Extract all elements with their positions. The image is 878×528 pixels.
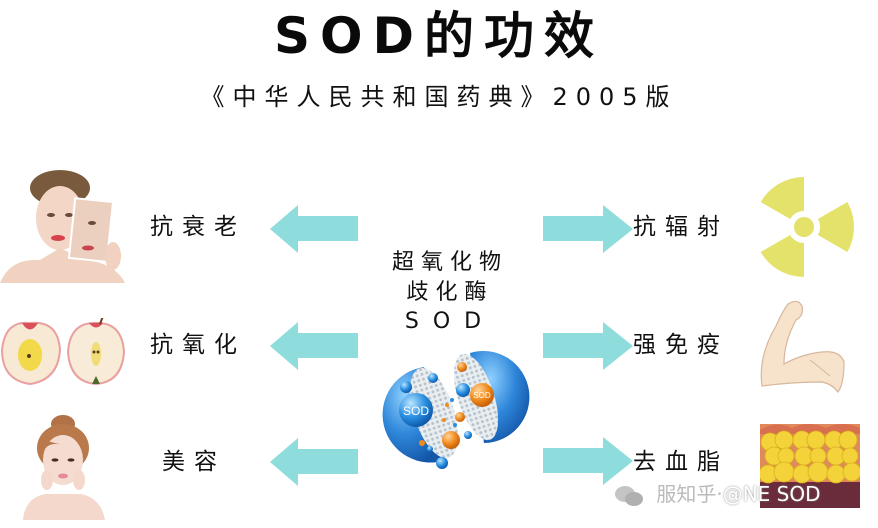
effect-label-anti-oxidation: 抗氧化 <box>150 332 246 358</box>
flexed-arm-icon <box>752 296 852 396</box>
arrow-right-anti-radiation-icon <box>543 205 633 253</box>
center-label-line3: SOD <box>404 309 496 334</box>
page-subtitle: 《中华人民共和国药典》2005版 <box>200 83 678 111</box>
svg-text:SOD: SOD <box>403 404 429 418</box>
aging-face-image <box>0 168 130 283</box>
effect-label-blood-lipids: 去血脂 <box>633 449 729 475</box>
wechat-icon <box>614 485 644 507</box>
watermark-source-text: 服知乎· <box>656 482 723 506</box>
svg-text:SOD: SOD <box>473 391 491 400</box>
effect-label-beauty: 美容 <box>162 449 226 475</box>
center-label-line1: 超氧化物 <box>391 250 508 275</box>
arrow-left-beauty-icon <box>270 438 360 486</box>
arrow-right-immunity-icon <box>543 322 633 370</box>
effect-label-anti-radiation: 抗辐射 <box>633 214 729 240</box>
beauty-face-image <box>15 410 125 520</box>
watermark: 服知乎·@NE SOD <box>614 480 821 508</box>
sod-molecule-illustration: SOD SOD <box>372 345 532 470</box>
arrow-right-blood-lipids-icon <box>543 437 633 485</box>
radiation-icon <box>752 175 856 279</box>
page-title: SOD的功效 <box>273 7 605 65</box>
center-label-line2: 歧化酶 <box>406 280 494 305</box>
effect-label-immunity: 强免疫 <box>633 332 729 358</box>
watermark-author-text: @NE SOD <box>722 482 821 506</box>
fat-tissue-image <box>760 420 860 508</box>
arrow-left-anti-aging-icon <box>270 205 360 253</box>
apple-halves-image <box>0 318 132 388</box>
effect-label-anti-aging: 抗衰老 <box>150 214 246 240</box>
arrow-left-anti-oxidation-icon <box>270 322 360 370</box>
